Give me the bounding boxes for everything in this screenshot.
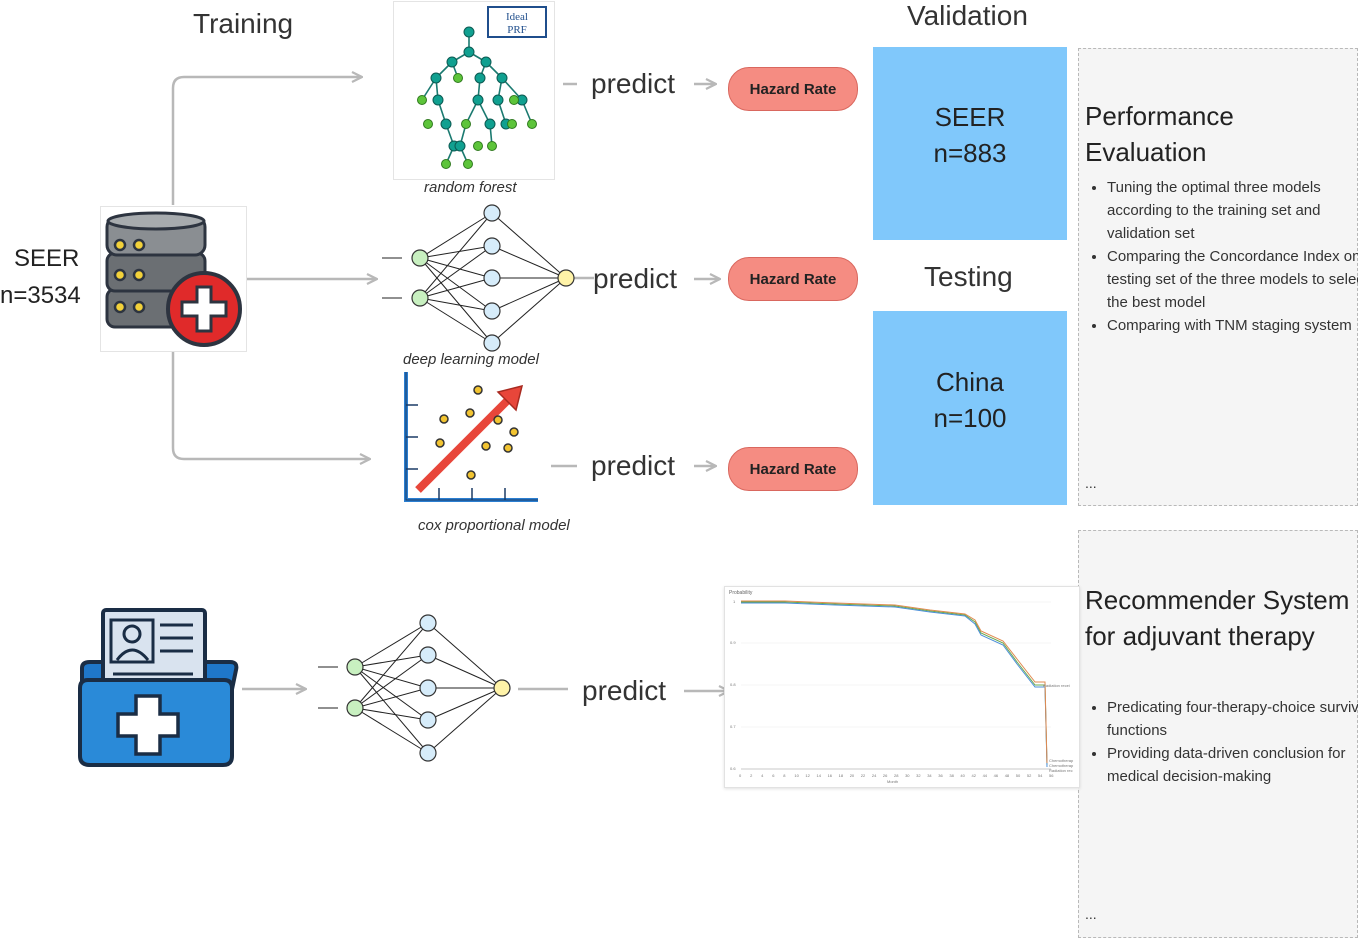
testing-box-n: n=100: [933, 403, 1007, 433]
recommender-ellipsis: ...: [1085, 906, 1097, 922]
survival-xtick: 2: [750, 773, 753, 778]
survival-xtick: 16: [827, 773, 833, 778]
survival-xtick: 22: [860, 773, 866, 778]
survival-xtick: 56: [1049, 773, 1054, 778]
source-name: SEER: [14, 245, 80, 272]
performance-bullet-2: Comparing the Concordance Index on testi…: [1107, 245, 1358, 314]
testing-header: Testing: [924, 261, 1013, 292]
cox-label: cox proportional model: [418, 517, 570, 534]
recommender-title-1: Recommender System: [1085, 585, 1350, 615]
hazard-rate-pill-3: Hazard Rate: [728, 447, 858, 491]
performance-ellipsis: ...: [1085, 475, 1097, 491]
training-header: Training: [193, 8, 294, 39]
survival-xtick: 20: [849, 773, 855, 778]
recommender-panel: Recommender System for adjuvant therapy …: [1078, 530, 1358, 938]
badge-line-2: PRF: [507, 24, 527, 36]
survival-endlabel-2: Chemotherap: [1049, 758, 1074, 763]
recommender-bullet-1: Predicating four-therapy-choice survival…: [1107, 696, 1358, 742]
survival-xtick: 32: [916, 773, 921, 778]
survival-xtick: 4: [761, 773, 764, 778]
survival-xtick: 0: [739, 773, 742, 778]
survival-ytick-4: 0.7: [730, 724, 736, 729]
survival-ytick-5: 0.6: [730, 766, 736, 771]
random-forest-label: random forest: [424, 179, 517, 196]
survival-xtick: 44: [982, 773, 988, 778]
random-forest-card: Ideal PRF: [393, 1, 555, 180]
performance-panel: Performance Evaluation Tuning the optima…: [1078, 48, 1358, 506]
predict-label-3: predict: [591, 450, 676, 481]
hazard-rate-pill-1: Hazard Rate: [728, 67, 858, 111]
survival-xtick: 6: [772, 773, 775, 778]
testing-box-name: China: [936, 367, 1004, 397]
predict-label-4: predict: [582, 675, 667, 706]
survival-xtick: 42: [971, 773, 976, 778]
survival-xtick: 54: [1037, 773, 1043, 778]
ideal-prf-badge: Ideal PRF: [487, 6, 547, 38]
survival-endlabel-4: Radiation rec: [1049, 768, 1073, 773]
predict-label-1: predict: [591, 68, 676, 99]
badge-line-1: Ideal: [506, 11, 528, 23]
survival-curves: [741, 600, 1051, 770]
hazard-rate-pill-2: Hazard Rate: [728, 257, 858, 301]
predict-label-2: predict: [593, 263, 678, 294]
survival-xtick: 48: [1004, 773, 1010, 778]
decision-tree-icon: [417, 26, 537, 169]
source-n: n=3534: [0, 282, 81, 309]
survival-xtick: 40: [960, 773, 965, 778]
survival-xtick: 12: [805, 773, 810, 778]
survival-xtick: 28: [894, 773, 899, 778]
survival-xtick: 30: [905, 773, 910, 778]
survival-ylabel: Probability: [729, 590, 753, 596]
performance-title: Performance Evaluation: [1085, 101, 1234, 167]
performance-bullet-3: Comparing with TNM staging system: [1107, 314, 1358, 337]
survival-xtick: 14: [816, 773, 821, 778]
survival-ytick-1: 1: [733, 599, 736, 604]
survival-xtick: 46: [993, 773, 999, 778]
survival-xtick: 52: [1026, 773, 1032, 778]
survival-xtick: 18: [838, 773, 844, 778]
survival-xtick: 8: [783, 773, 786, 778]
validation-box: SEER n=883: [873, 47, 1067, 240]
survival-endlabel-1: Radiation recei: [1043, 683, 1070, 688]
survival-xtick: 50: [1015, 773, 1021, 778]
deep-learning-label: deep learning model: [403, 351, 539, 368]
validation-header: Validation: [907, 0, 1028, 31]
validation-box-n: n=883: [933, 138, 1007, 168]
branch-arrow-cox: [171, 352, 370, 459]
survival-xtick: 36: [938, 773, 943, 778]
survival-xtick: 10: [794, 773, 799, 778]
survival-endlabel-3: Chemotherap: [1049, 763, 1074, 768]
survival-xtick: 24: [871, 773, 877, 778]
survival-ytick-2: 0.9: [730, 640, 736, 645]
survival-xtick: 38: [949, 773, 954, 778]
performance-bullet-1: Tuning the optimal three models accordin…: [1107, 176, 1358, 245]
recommender-bullet-2: Providing data-driven conclusion for med…: [1107, 742, 1358, 788]
database-card: [100, 206, 247, 352]
recommender-title-2: for adjuvant therapy: [1085, 621, 1315, 651]
survival-xlabel: Month: [887, 779, 899, 784]
database-plus-icon: [105, 211, 242, 347]
survival-ytick-3: 0.8: [730, 682, 736, 687]
survival-xtick: 34: [927, 773, 932, 778]
testing-box: China n=100: [873, 311, 1067, 505]
branch-arrow-random-forest: [171, 77, 362, 205]
validation-box-name: SEER: [934, 102, 1006, 132]
survival-xtick: 26: [882, 773, 888, 778]
